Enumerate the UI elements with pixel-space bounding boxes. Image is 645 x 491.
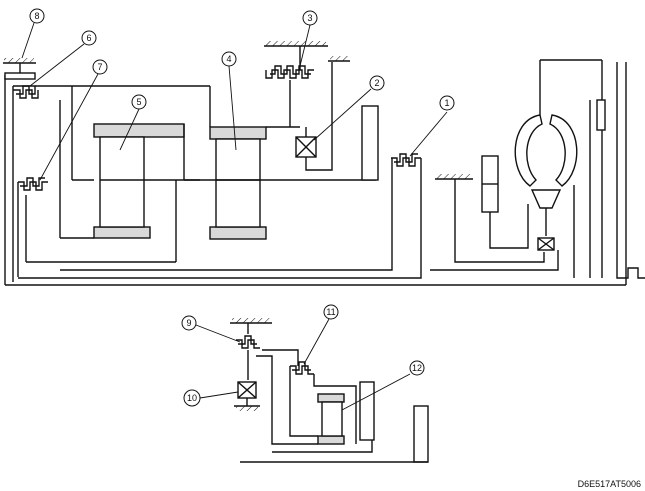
clutch-6	[12, 85, 210, 282]
callout-9: 9	[181, 315, 241, 343]
callout-4-label: 4	[226, 54, 231, 64]
callout-10-label: 10	[187, 393, 197, 403]
callout-1: 1	[409, 95, 455, 157]
clutch-7	[17, 177, 48, 277]
callout-12: 12	[341, 360, 425, 411]
ground-anchor-8	[3, 58, 36, 80]
callout-12-label: 12	[412, 363, 422, 373]
one-way-clutch-2	[295, 56, 350, 171]
callout-8-label: 8	[34, 11, 39, 21]
callout-11: 11	[303, 304, 339, 365]
callout-2: 2	[313, 75, 385, 141]
callout-6: 6	[29, 30, 97, 87]
torque-converter	[430, 59, 606, 278]
planetary-gear-4	[71, 86, 376, 240]
clutch-1	[18, 153, 422, 279]
callout-7: 7	[39, 59, 108, 181]
callout-9-label: 9	[186, 318, 191, 328]
callout-10: 10	[183, 389, 239, 407]
callout-3-label: 3	[307, 13, 312, 23]
callout-4: 4	[221, 51, 237, 151]
lower-schematic	[230, 318, 429, 463]
callout-5: 5	[119, 94, 147, 151]
planetary-gear-5	[25, 100, 200, 263]
upper-frame	[4, 62, 645, 286]
callout-1-label: 1	[444, 98, 449, 108]
shaft-block	[361, 105, 379, 181]
callout-5-label: 5	[136, 97, 141, 107]
callout-6-label: 6	[86, 33, 91, 43]
callout-3: 3	[299, 10, 318, 67]
figure-code: D6E517AT5006	[577, 479, 641, 489]
callout-7-label: 7	[97, 62, 102, 72]
callout-2-label: 2	[374, 78, 379, 88]
brake-3	[264, 41, 328, 127]
callout-11-label: 11	[326, 307, 335, 317]
callout-8: 8	[21, 8, 45, 59]
